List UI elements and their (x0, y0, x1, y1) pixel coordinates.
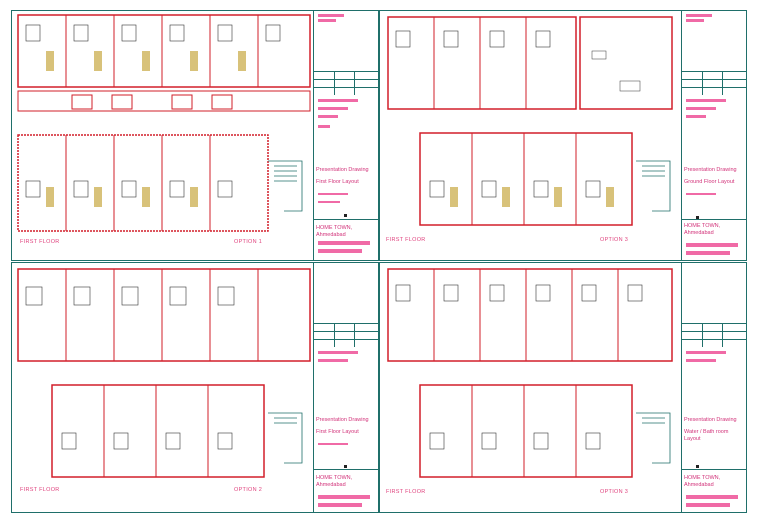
floor-plan-drawing (17, 14, 311, 232)
sheet-first-floor-option-1: FIRST FLOOR OPTION 1 Presentation Drawin… (11, 10, 379, 261)
floor-plan-drawing (387, 16, 673, 226)
sheet-first-floor-option-3: FIRST FLOOR OPTION 3 Presentation Drawin… (379, 10, 747, 261)
client-line-2: Ahmedabad (684, 482, 714, 488)
drawing-subtitle: First Floor Layout (316, 179, 359, 185)
client-line-2: Ahmedabad (316, 232, 346, 238)
client-line-2: Ahmedabad (316, 482, 346, 488)
drawing-title: Presentation Drawing (684, 417, 737, 423)
drawing-subtitle: Water / Bath room (684, 429, 729, 435)
title-block: Presentation Drawing Water / Bath room L… (681, 263, 746, 512)
drawing-title: Presentation Drawing (316, 417, 369, 423)
sheet-first-floor-option-2: FIRST FLOOR OPTION 2 Presentation Drawin… (11, 262, 379, 513)
drawing-subtitle-2: Layout (684, 436, 701, 442)
client-line-1: HOME TOWN, (684, 223, 721, 229)
floor-plan-drawing (387, 268, 673, 478)
option-label: OPTION 3 (600, 489, 629, 495)
drawing-subtitle: Ground Floor Layout (684, 179, 735, 185)
floor-label: FIRST FLOOR (386, 237, 426, 243)
client-line-1: HOME TOWN, (316, 225, 353, 231)
client-line-2: Ahmedabad (684, 230, 714, 236)
drawing-title: Presentation Drawing (316, 167, 369, 173)
option-label: OPTION 3 (600, 237, 629, 243)
client-line-1: HOME TOWN, (684, 475, 721, 481)
client-line-1: HOME TOWN, (316, 475, 353, 481)
option-label: OPTION 2 (234, 487, 263, 493)
drawing-subtitle: First Floor Layout (316, 429, 359, 435)
floor-label: FIRST FLOOR (386, 489, 426, 495)
title-block: Presentation Drawing Ground Floor Layout… (681, 11, 746, 260)
floor-plan-drawing (17, 268, 311, 478)
floor-label: FIRST FLOOR (20, 239, 60, 245)
drawing-title: Presentation Drawing (684, 167, 737, 173)
title-block: Presentation Drawing First Floor Layout … (313, 263, 378, 512)
floor-label: FIRST FLOOR (20, 487, 60, 493)
sheet-first-floor-option-3-bath: FIRST FLOOR OPTION 3 Presentation Drawin… (379, 262, 747, 513)
title-block: Presentation Drawing First Floor Layout … (313, 11, 378, 260)
option-label: OPTION 1 (234, 239, 263, 245)
